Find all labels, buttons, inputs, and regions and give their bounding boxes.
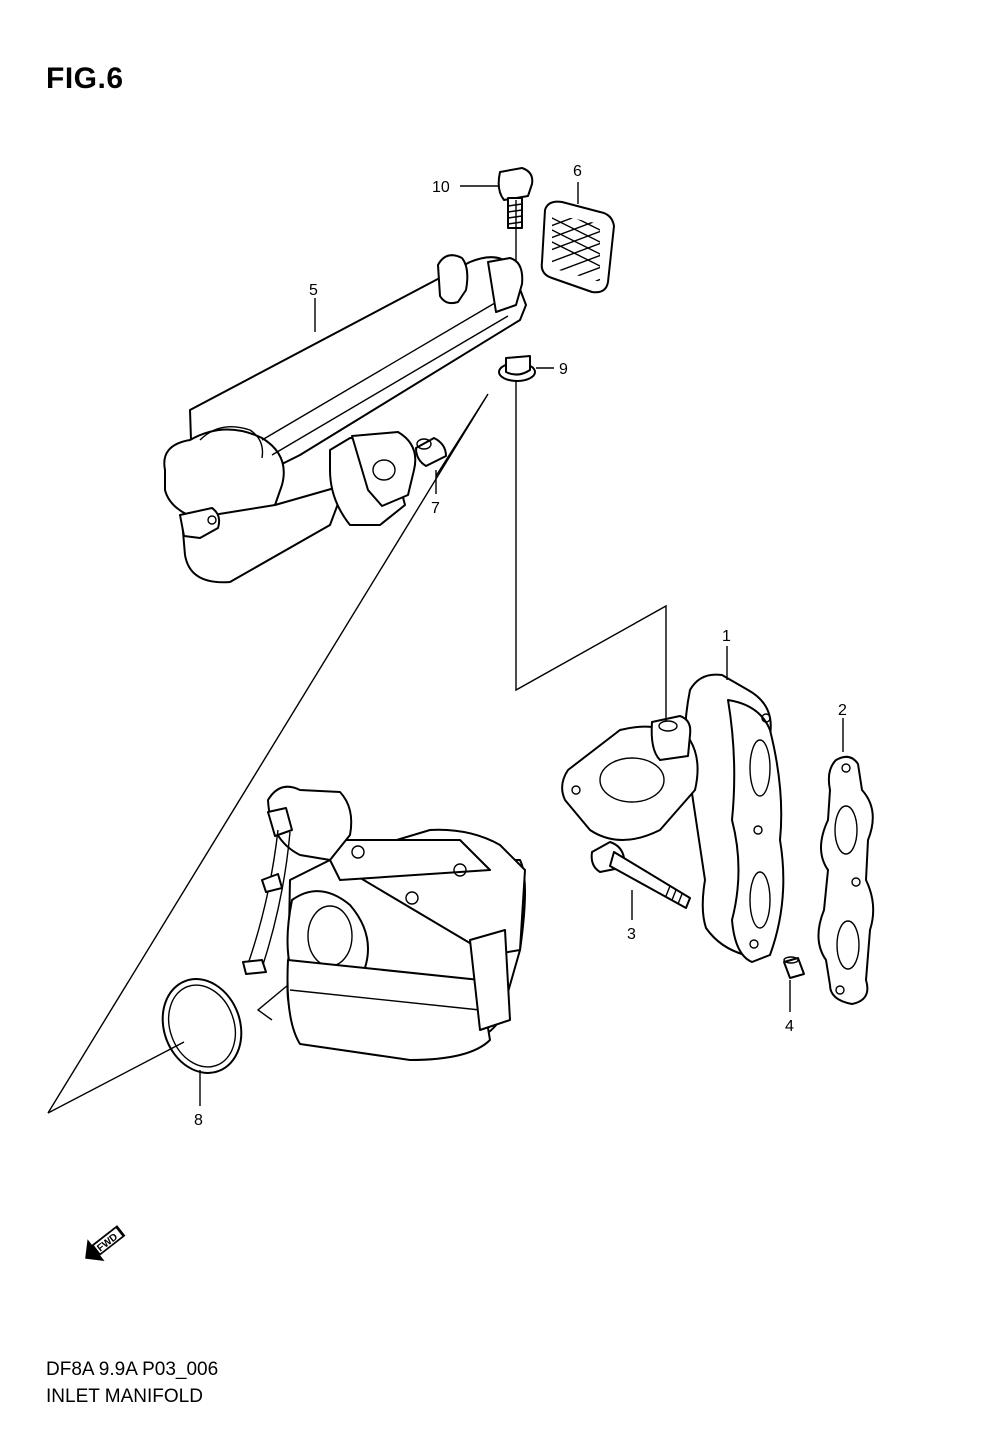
callout-2: 2 (838, 702, 847, 719)
bushing (415, 437, 447, 467)
o-ring (161, 978, 243, 1074)
assembly-lines (47, 200, 667, 1114)
callout-5: 5 (309, 282, 318, 299)
callout-10: 10 (432, 179, 450, 196)
figure-code: DF8A 9.9A P03_006 (46, 1359, 219, 1380)
screen-mesh (540, 200, 615, 294)
washer-nut-9 (498, 355, 536, 382)
intake-silencer (163, 254, 527, 584)
callout-leaders (199, 182, 844, 1106)
callout-9: 9 (559, 361, 568, 378)
callout-8: 8 (194, 1112, 203, 1129)
carburetor (242, 785, 526, 1061)
dowel-pin (783, 956, 805, 979)
figure-name: INLET MANIFOLD (46, 1386, 203, 1407)
gasket (817, 755, 875, 1005)
long-bolt-3 (590, 841, 691, 909)
callout-4: 4 (785, 1018, 794, 1035)
fwd-arrow-icon: FWD (85, 1225, 126, 1262)
callout-3: 3 (627, 926, 636, 943)
callout-7: 7 (431, 500, 440, 517)
inlet-manifold (561, 673, 785, 963)
callout-6: 6 (573, 163, 582, 180)
callout-1: 1 (722, 628, 731, 645)
figure-title: FIG.6 (46, 62, 124, 95)
bolt-10 (497, 167, 534, 229)
